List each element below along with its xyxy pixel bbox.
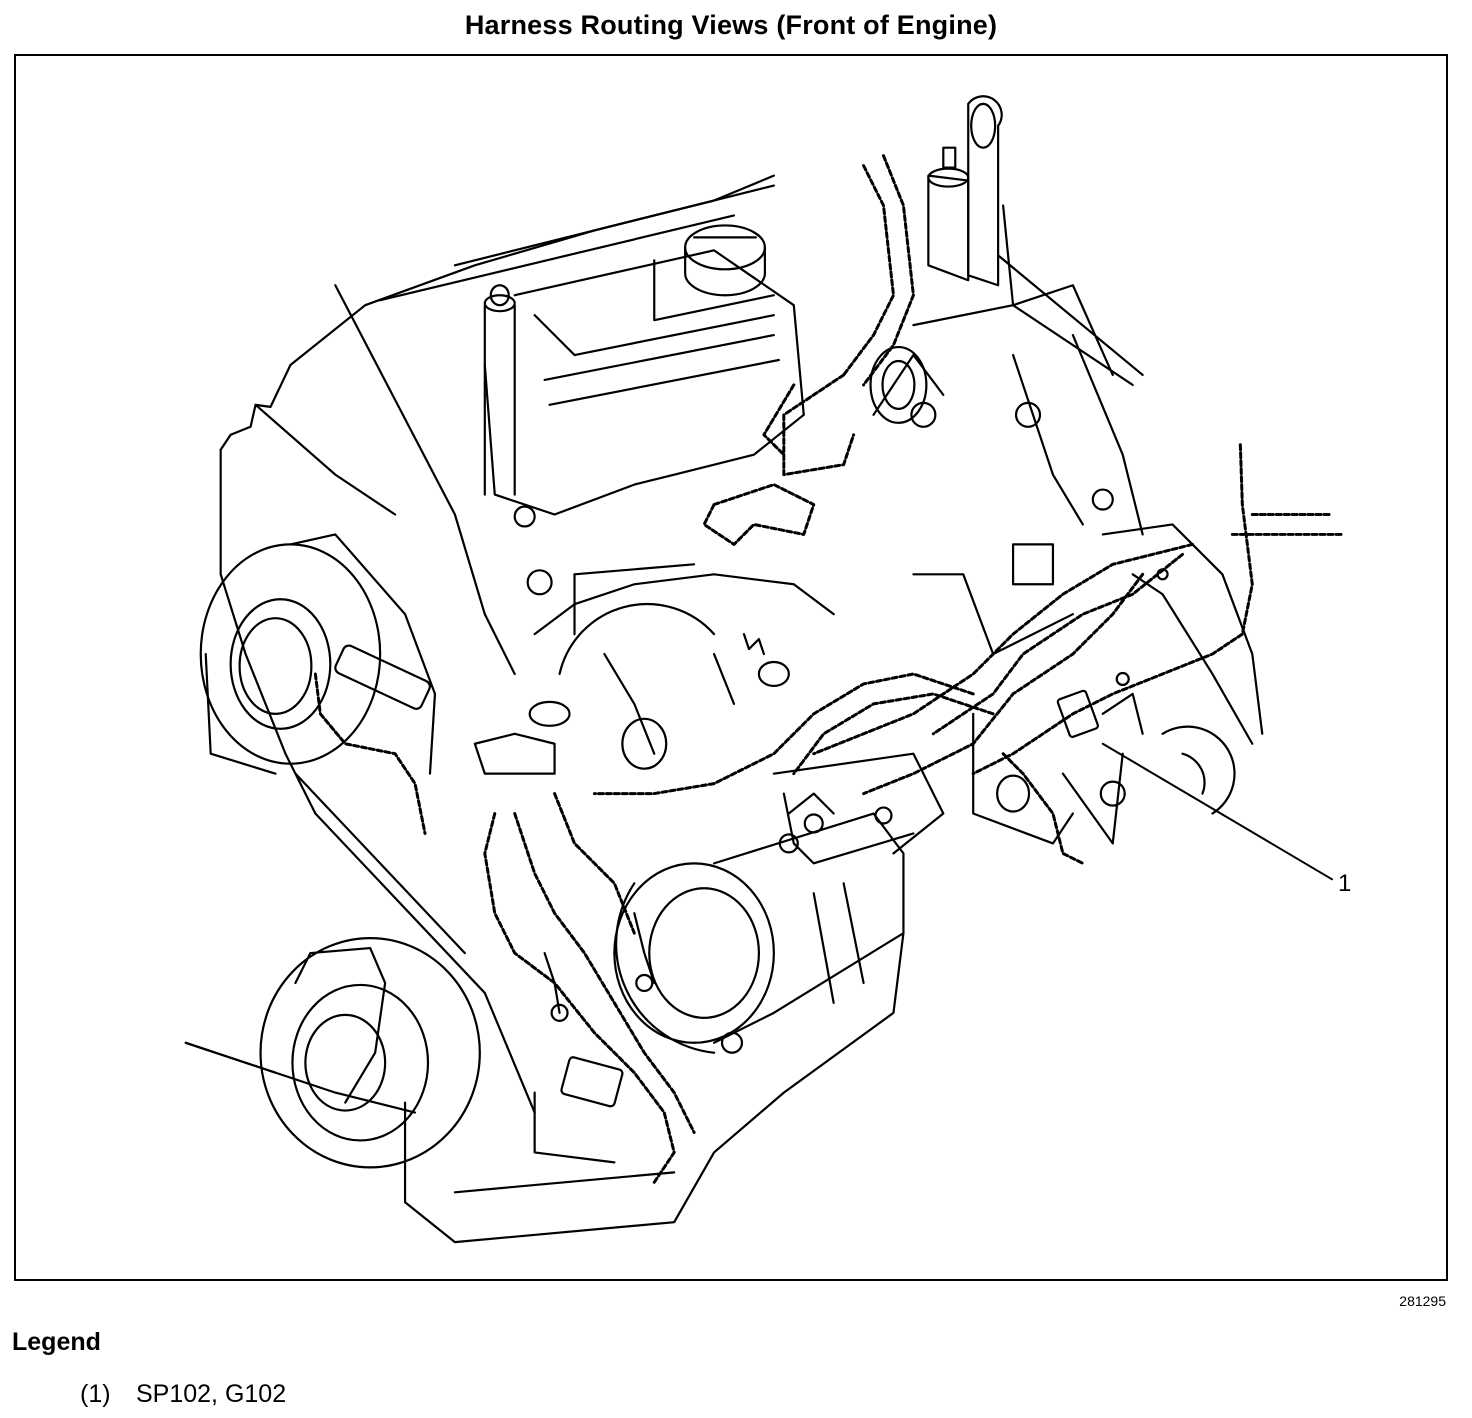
legend-item: (1) SP102, G102: [80, 1380, 286, 1409]
legend-item-key: (1): [80, 1380, 111, 1408]
legend-list: (1) SP102, G102: [80, 1380, 286, 1409]
legend-heading: Legend: [12, 1328, 101, 1356]
connectors: [334, 568, 1169, 1108]
engine-line-drawing: [184, 95, 1344, 1244]
engine-block: [184, 95, 1264, 1244]
engine-diagram-frame: 1: [14, 54, 1448, 1281]
callout-1-leader: [1101, 742, 1334, 881]
figure-id: 281295: [1399, 1293, 1446, 1309]
legend-item-text: SP102, G102: [136, 1380, 287, 1408]
wiring-harness: [313, 154, 1344, 1184]
callout-1-label: 1: [1338, 870, 1352, 897]
page-title: Harness Routing Views (Front of Engine): [464, 10, 998, 40]
